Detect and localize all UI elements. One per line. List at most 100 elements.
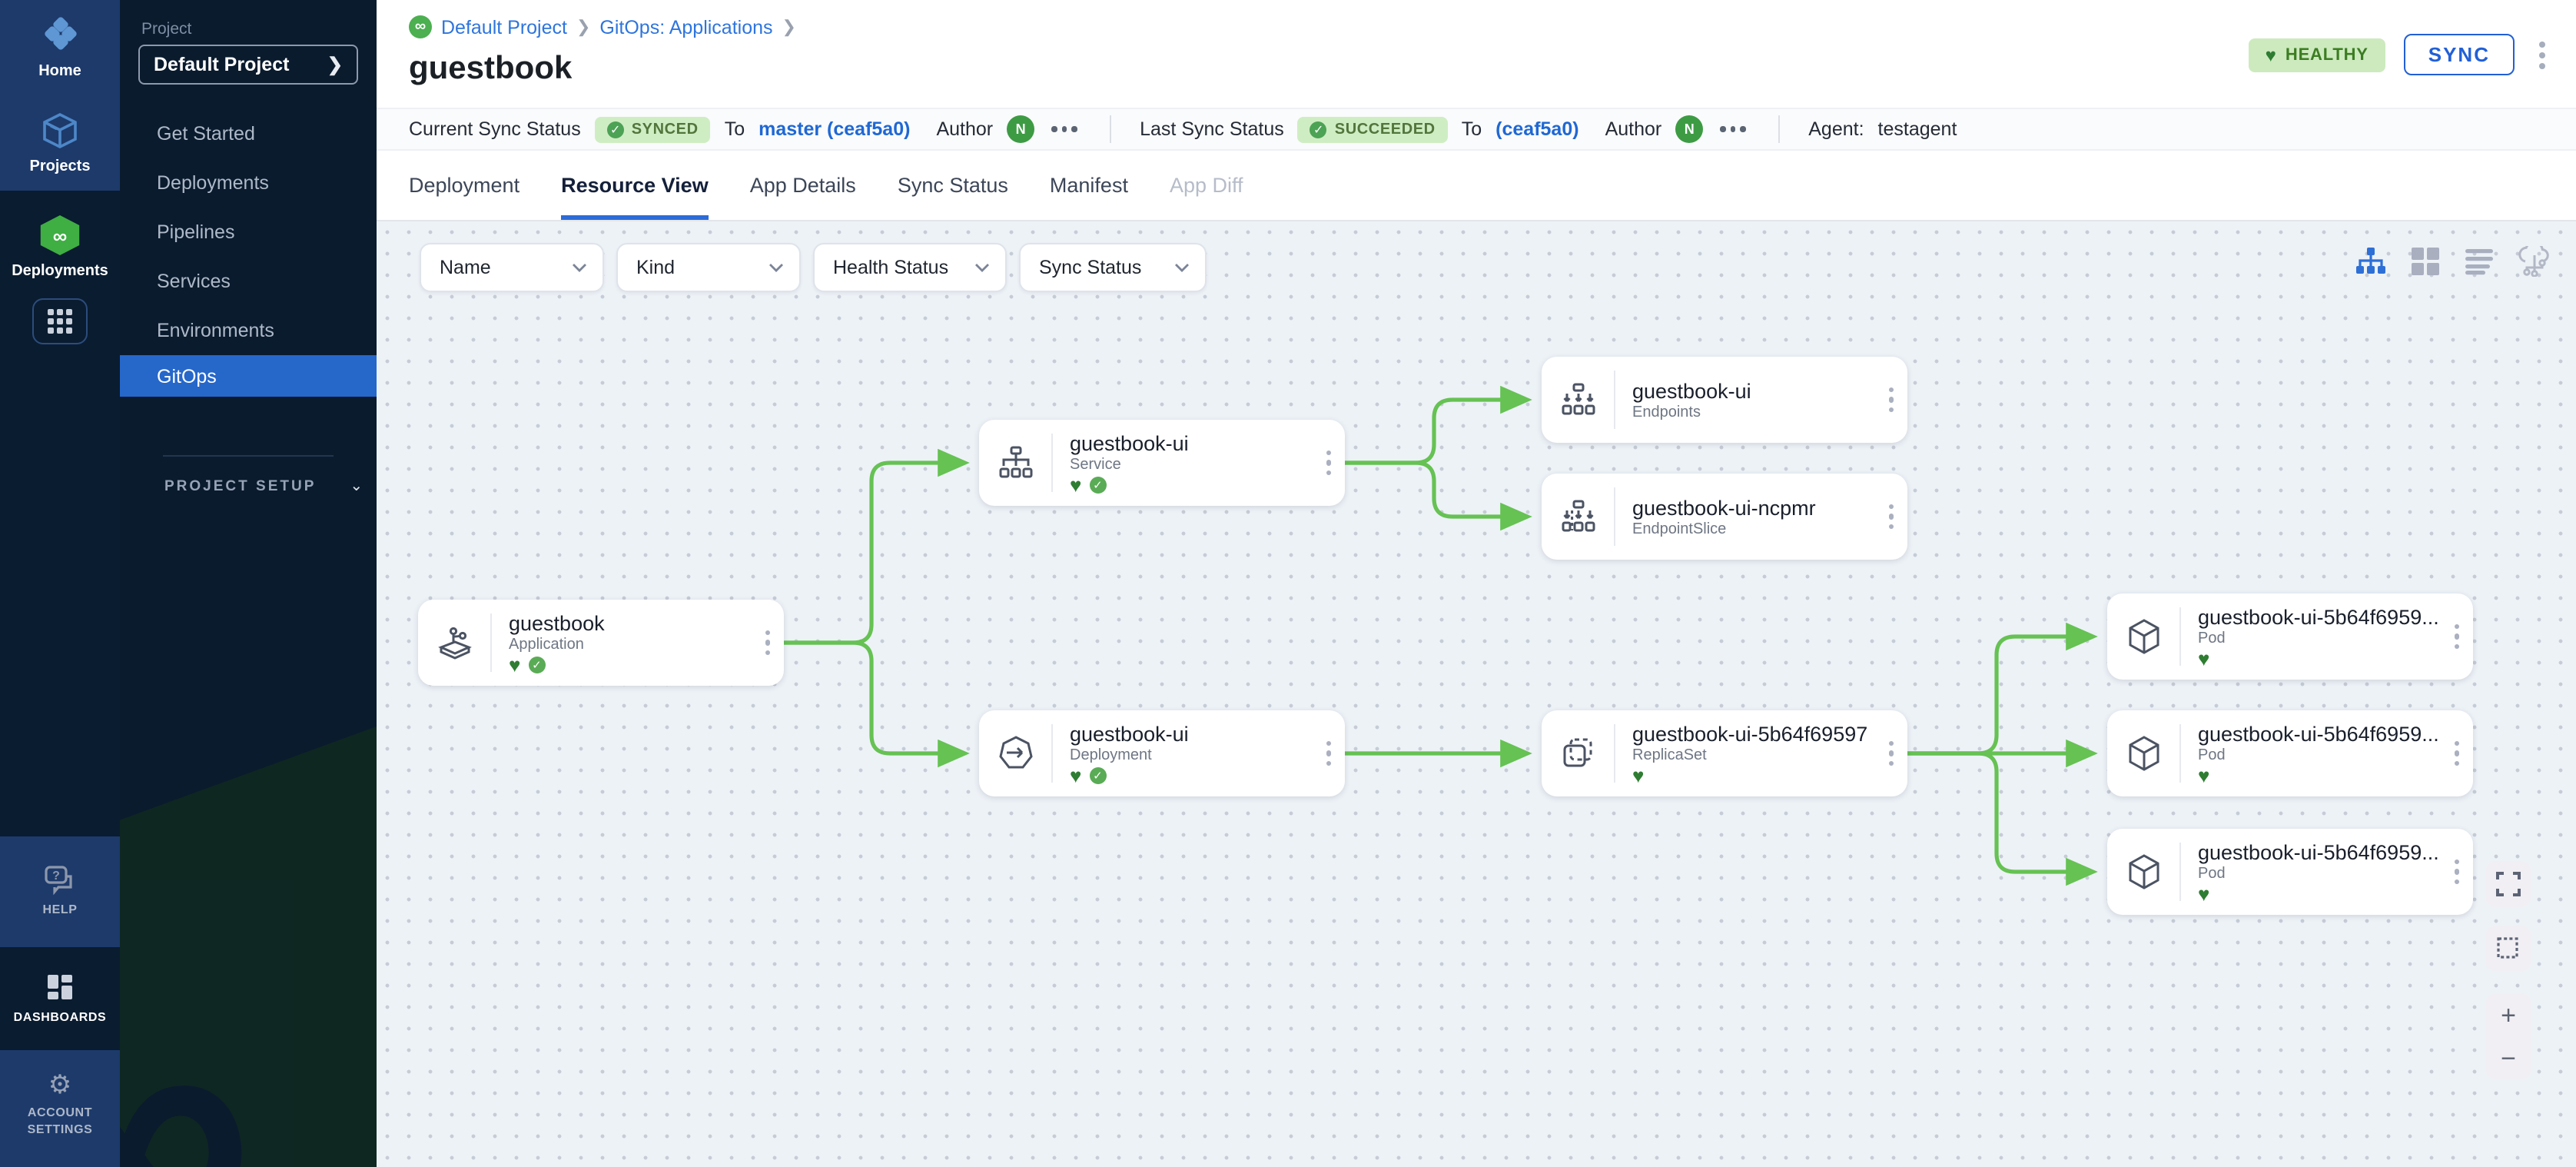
node-kebab-menu-icon[interactable] <box>2454 740 2459 766</box>
current-target-link[interactable]: master (ceaf5a0) <box>759 118 911 140</box>
grid-view-icon[interactable] <box>2410 246 2441 277</box>
chevron-down-icon <box>1175 264 1189 272</box>
node-kebab-menu-icon[interactable] <box>1326 740 1331 766</box>
view-mode-toolbar <box>2355 246 2551 277</box>
gitops-app-icon: ∞ <box>409 15 432 38</box>
node-kind: EndpointSlice <box>1632 520 1727 537</box>
project-selector[interactable]: Default Project ❯ <box>138 45 358 85</box>
node-kebab-menu-icon[interactable] <box>2454 623 2459 650</box>
node-deployment-guestbook-ui[interactable]: guestbook-ui Deployment ♥✓ <box>979 710 1345 796</box>
nav-help[interactable]: ? HELP <box>0 849 120 935</box>
dashboards-icon <box>48 974 72 999</box>
fullscreen-button[interactable] <box>2485 861 2531 907</box>
more-commits-icon[interactable] <box>1048 126 1080 132</box>
sidebar-item-get-started[interactable]: Get Started <box>157 123 255 145</box>
svg-text:?: ? <box>52 869 60 883</box>
sidebar-item-services[interactable]: Services <box>157 271 231 292</box>
filter-name-select[interactable]: Name <box>420 243 604 292</box>
nav-rail: Home Projects ∞ Deployments ? HELP <box>0 0 120 1167</box>
node-name: guestbook-ui <box>1070 722 1189 745</box>
nav-account-settings[interactable]: ⚙ ACCOUNT SETTINGS <box>0 1057 120 1155</box>
node-kind: Deployment <box>1070 746 1152 763</box>
node-kebab-menu-icon[interactable] <box>2454 859 2459 885</box>
zoom-in-button[interactable]: + <box>2501 1000 2516 1029</box>
node-kind: ReplicaSet <box>1632 746 1707 763</box>
tab-sync-status[interactable]: Sync Status <box>897 174 1008 197</box>
synced-check-icon: ✓ <box>1089 767 1107 784</box>
node-application-guestbook[interactable]: guestbook Application ♥✓ <box>418 600 784 686</box>
breadcrumb-separator: ❯ <box>782 18 796 37</box>
author-label: Author <box>1605 118 1662 140</box>
app-kebab-menu-icon[interactable] <box>2533 38 2551 71</box>
node-endpointslice-guestbook-ui-ncpmr[interactable]: guestbook-ui-ncpmr EndpointSlice <box>1542 474 1907 560</box>
chevron-down-icon <box>975 264 989 272</box>
filter-health-status-select[interactable]: Health Status <box>813 243 1007 292</box>
filter-kind-select[interactable]: Kind <box>616 243 801 292</box>
node-endpoints-guestbook-ui[interactable]: guestbook-ui Endpoints <box>1542 357 1907 443</box>
node-replicaset-guestbook-ui-5b64f69597[interactable]: guestbook-ui-5b64f69597 ReplicaSet ♥ <box>1542 710 1907 796</box>
filter-sync-status-select[interactable]: Sync Status <box>1019 243 1207 292</box>
project-section-label: Project <box>141 20 192 38</box>
marquee-selection-icon <box>2497 937 2518 959</box>
agent-value: testagent <box>1877 118 1957 140</box>
project-setup-toggle[interactable]: PROJECT SETUP ⌄ <box>120 478 377 495</box>
health-status-badge: ♥ HEALTHY <box>2248 38 2385 71</box>
marquee-select-button[interactable] <box>2485 926 2531 972</box>
last-target-link[interactable]: (ceaf5a0) <box>1495 118 1579 140</box>
module-picker-button[interactable] <box>32 298 88 344</box>
node-kind: Service <box>1070 456 1121 473</box>
node-kebab-menu-icon[interactable] <box>1888 387 1894 413</box>
main-panel: ∞ Default Project ❯ GitOps: Applications… <box>377 0 2576 1167</box>
tab-app-diff[interactable]: App Diff <box>1169 174 1243 197</box>
list-view-icon[interactable] <box>2464 248 2495 275</box>
zoom-out-button[interactable]: − <box>2501 1043 2516 1072</box>
divider <box>1109 115 1111 143</box>
node-kebab-menu-icon[interactable] <box>1326 450 1331 476</box>
author-avatar[interactable]: N <box>1675 115 1704 143</box>
sync-button[interactable]: SYNC <box>2403 34 2515 75</box>
node-pod-1[interactable]: guestbook-ui-5b64f6959... Pod ♥ <box>2107 593 2473 680</box>
node-kebab-menu-icon[interactable] <box>1888 504 1894 530</box>
tab-deployment[interactable]: Deployment <box>409 174 520 197</box>
nav-dashboards[interactable]: DASHBOARDS <box>0 956 120 1042</box>
breadcrumb-separator: ❯ <box>576 18 591 37</box>
check-circle-icon: ✓ <box>606 121 624 138</box>
node-service-guestbook-ui[interactable]: guestbook-ui Service ♥✓ <box>979 420 1345 506</box>
tree-view-icon[interactable] <box>2355 246 2387 277</box>
tab-app-details[interactable]: App Details <box>749 174 856 197</box>
nav-help-label: HELP <box>42 902 78 916</box>
more-commits-icon[interactable] <box>1717 126 1748 132</box>
sidebar-item-pipelines[interactable]: Pipelines <box>157 221 235 243</box>
nav-projects[interactable]: Projects <box>0 95 120 191</box>
breadcrumb-project-link[interactable]: Default Project <box>441 16 567 38</box>
nav-home[interactable]: Home <box>0 0 120 95</box>
chevron-right-icon: ❯ <box>327 54 343 75</box>
gitops-watermark: ∞ <box>120 688 377 1167</box>
pod-icon <box>2107 850 2179 893</box>
synced-badge: ✓ SYNCED <box>594 116 711 142</box>
nav-deployments[interactable]: ∞ Deployments <box>0 200 120 295</box>
resource-graph-canvas[interactable]: Name Kind Health Status Sync Status <box>377 221 2576 1167</box>
replicaset-icon <box>1542 732 1614 775</box>
breadcrumb-applications-link[interactable]: GitOps: Applications <box>599 16 773 38</box>
tab-manifest[interactable]: Manifest <box>1049 174 1128 197</box>
healthy-heart-icon: ♥ <box>1070 473 1082 496</box>
sidebar-item-deployments[interactable]: Deployments <box>157 172 269 194</box>
node-kind: Pod <box>2198 630 2226 647</box>
healthy-heart-icon: ♥ <box>2198 763 2210 786</box>
fullscreen-icon <box>2496 872 2521 896</box>
sidebar-item-gitops[interactable]: GitOps <box>120 355 377 397</box>
node-kebab-menu-icon[interactable] <box>1888 740 1894 766</box>
tab-resource-view[interactable]: Resource View <box>561 151 709 220</box>
nav-projects-label: Projects <box>29 158 91 175</box>
project-sidebar: Project Default Project ❯ Get Started De… <box>120 0 377 1167</box>
author-avatar[interactable]: N <box>1007 115 1035 143</box>
node-pod-3[interactable]: guestbook-ui-5b64f6959... Pod ♥ <box>2107 829 2473 915</box>
endpoints-icon <box>1542 378 1614 421</box>
application-icon <box>418 621 490 664</box>
node-pod-2[interactable]: guestbook-ui-5b64f6959... Pod ♥ <box>2107 710 2473 796</box>
sidebar-item-environments[interactable]: Environments <box>157 320 274 341</box>
network-view-icon[interactable] <box>2518 246 2551 277</box>
synced-check-icon: ✓ <box>1089 477 1107 494</box>
node-kebab-menu-icon[interactable] <box>765 630 770 656</box>
